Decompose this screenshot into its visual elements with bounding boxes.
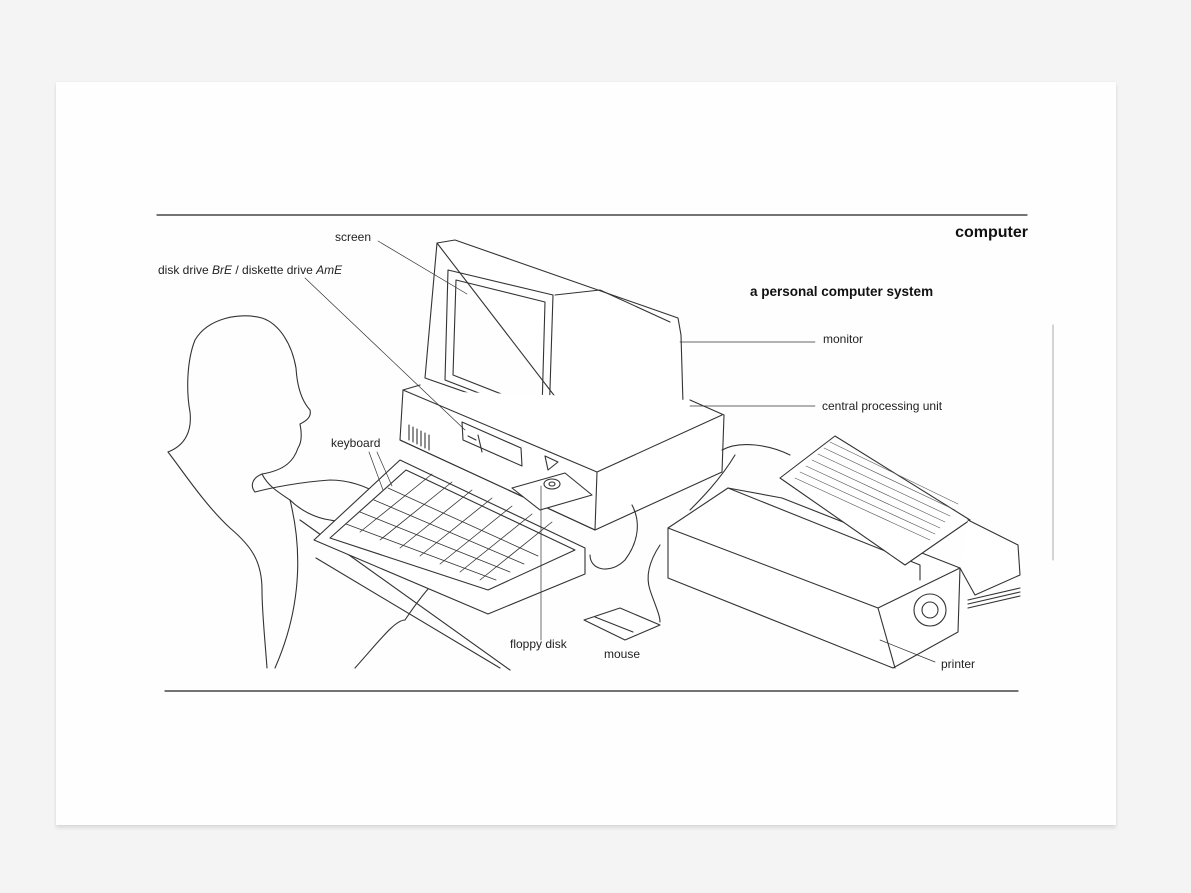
- cables: [589, 444, 791, 623]
- label-screen: screen: [335, 230, 372, 244]
- floppy-disk: [511, 472, 593, 511]
- keyboard: [313, 459, 586, 615]
- printer-device: [667, 435, 1021, 669]
- person-silhouette: [167, 315, 481, 669]
- label-keyboard: keyboard: [331, 436, 381, 450]
- label-floppy-disk: floppy disk: [510, 637, 567, 651]
- leader-lines: [304, 240, 936, 663]
- label-disk-drive-sep: / diskette drive: [232, 263, 317, 277]
- label-monitor: monitor: [823, 332, 864, 346]
- page-title: computer: [955, 224, 1028, 241]
- label-cpu: central processing unit: [822, 399, 943, 413]
- label-disk-drive-a: disk drive: [158, 263, 213, 277]
- label-printer: printer: [941, 657, 976, 671]
- mouse-device: [583, 607, 661, 641]
- diagram-subtitle: a personal computer system: [750, 284, 934, 299]
- label-disk-drive: disk drive BrE / diskette drive AmE: [158, 264, 342, 276]
- label-mouse: mouse: [604, 647, 641, 661]
- central-processing-unit: [399, 384, 725, 531]
- label-disk-drive-ame: AmE: [316, 263, 343, 277]
- label-disk-drive-bre: BrE: [212, 263, 233, 277]
